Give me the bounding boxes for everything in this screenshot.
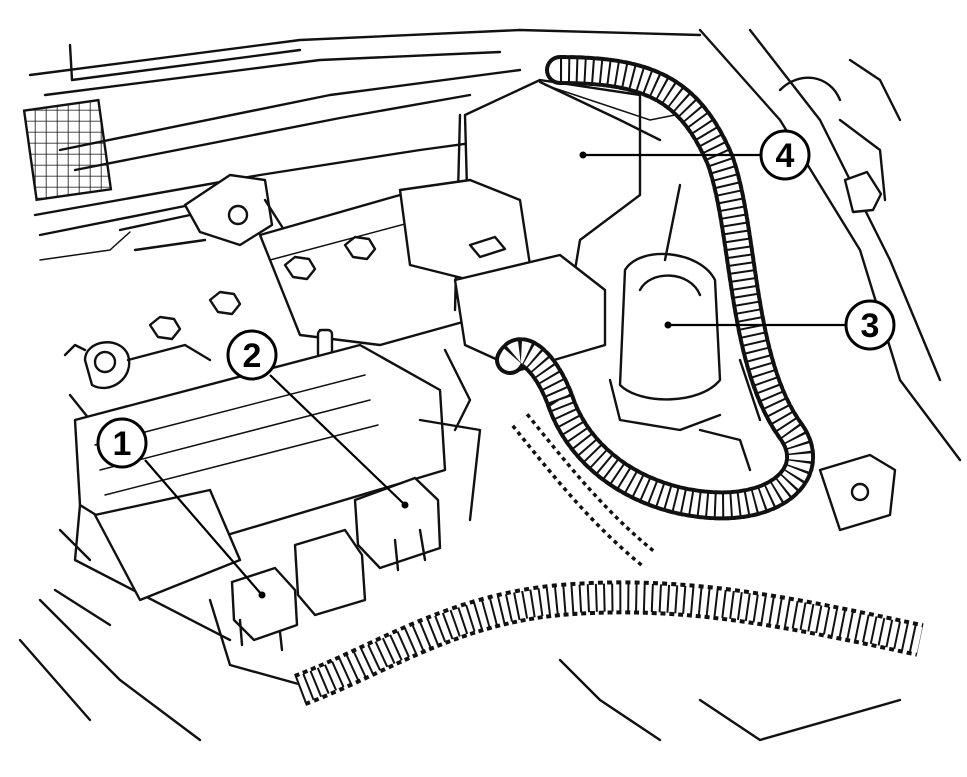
wiring-harness: [294, 55, 924, 706]
leader-lines: [144, 151, 845, 599]
connector-block: [398, 178, 607, 522]
leader-1: [144, 459, 263, 596]
callout-3: 3: [844, 299, 896, 351]
callout-2: 2: [226, 329, 278, 381]
cowl-panel: [22, 28, 702, 261]
leader-2: [269, 374, 406, 506]
callout-4-label: 4: [776, 137, 795, 175]
fuse-block: [53, 343, 447, 692]
body-structure: [698, 28, 962, 532]
relay-1: [230, 566, 299, 652]
callout-2-label: 2: [243, 337, 262, 375]
relay-2: [353, 476, 442, 572]
callout-4: 4: [759, 129, 811, 181]
battery-terminal: [63, 341, 212, 422]
callout-1-label: 1: [113, 425, 132, 463]
relay-cover-3: [608, 183, 722, 432]
callout-1: 1: [96, 417, 148, 469]
relay-middle: [293, 528, 367, 617]
lower-contours: [18, 598, 902, 742]
callout-3-label: 3: [861, 307, 880, 345]
battery-cap: [148, 235, 377, 341]
